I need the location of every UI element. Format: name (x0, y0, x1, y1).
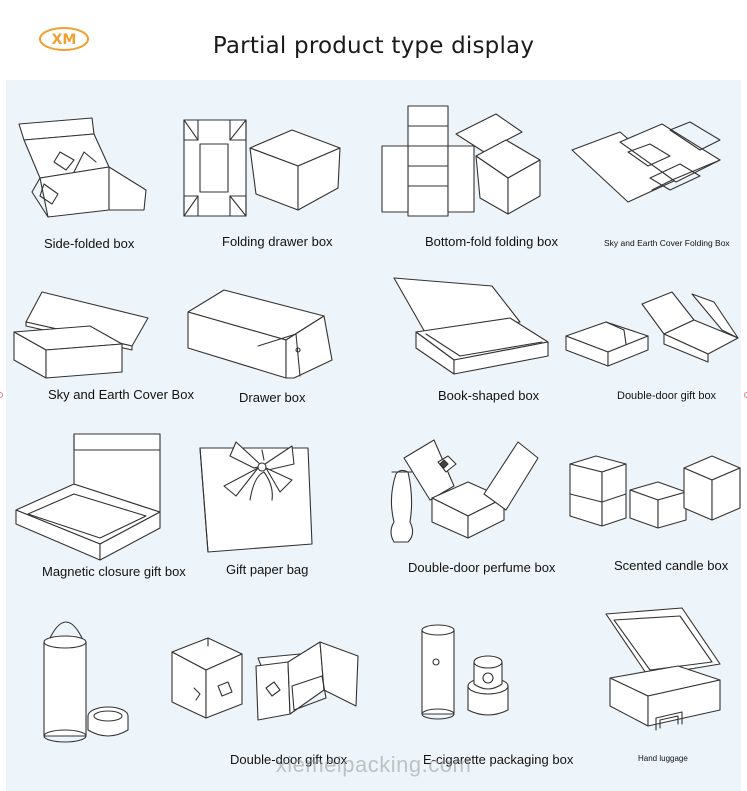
edge-marker (0, 392, 3, 398)
drawer-box-icon (186, 288, 336, 380)
item-label: Hand luggage (638, 754, 688, 763)
item-label: Sky and Earth Cover Box (48, 387, 194, 402)
magnetic-closure-gift-box-icon (14, 432, 164, 562)
hand-luggage-box-icon (604, 606, 726, 742)
item-label: Double-door perfume box (408, 560, 556, 575)
folding-drawer-box-icon (182, 118, 342, 218)
gift-paper-bag-icon (196, 436, 316, 554)
item-label: Gift paper bag (226, 562, 309, 577)
book-shaped-box-icon (392, 276, 552, 376)
e-cigarette-box-icon (416, 624, 510, 720)
page-title: Partial product type display (212, 33, 535, 59)
double-door-gift-box-icon (564, 290, 740, 370)
item-label: Folding drawer box (222, 234, 333, 249)
svg-text:XM: XM (52, 32, 77, 48)
double-door-perfume-box-icon (386, 438, 540, 546)
cylinder-tube-box-icon (40, 612, 140, 744)
edge-marker (744, 392, 747, 398)
scented-candle-box-icon (568, 454, 742, 540)
item-label: Scented candle box (614, 558, 729, 573)
item-label: Double-door gift box (230, 752, 348, 767)
item-label: Bottom-fold folding box (425, 234, 558, 249)
side-folded-box-icon (14, 112, 154, 227)
item-label: Drawer box (239, 390, 306, 405)
item-label: Side-folded box (44, 236, 135, 251)
sky-earth-folding-box-icon (570, 120, 740, 210)
item-label: Double-door gift box (617, 390, 717, 402)
item-label: Book-shaped box (438, 388, 540, 403)
item-label: E-cigarette packaging box (423, 752, 574, 767)
bottom-fold-folding-box-icon (380, 104, 545, 219)
item-label: Sky and Earth Cover Folding Box (604, 238, 730, 248)
double-door-gift-box-2-icon (170, 636, 360, 722)
sky-earth-cover-box-icon (12, 290, 152, 382)
watermark: xiemeipacking.com (275, 752, 472, 777)
brand-logo: XM (38, 25, 90, 53)
item-label: Magnetic closure gift box (42, 564, 186, 579)
